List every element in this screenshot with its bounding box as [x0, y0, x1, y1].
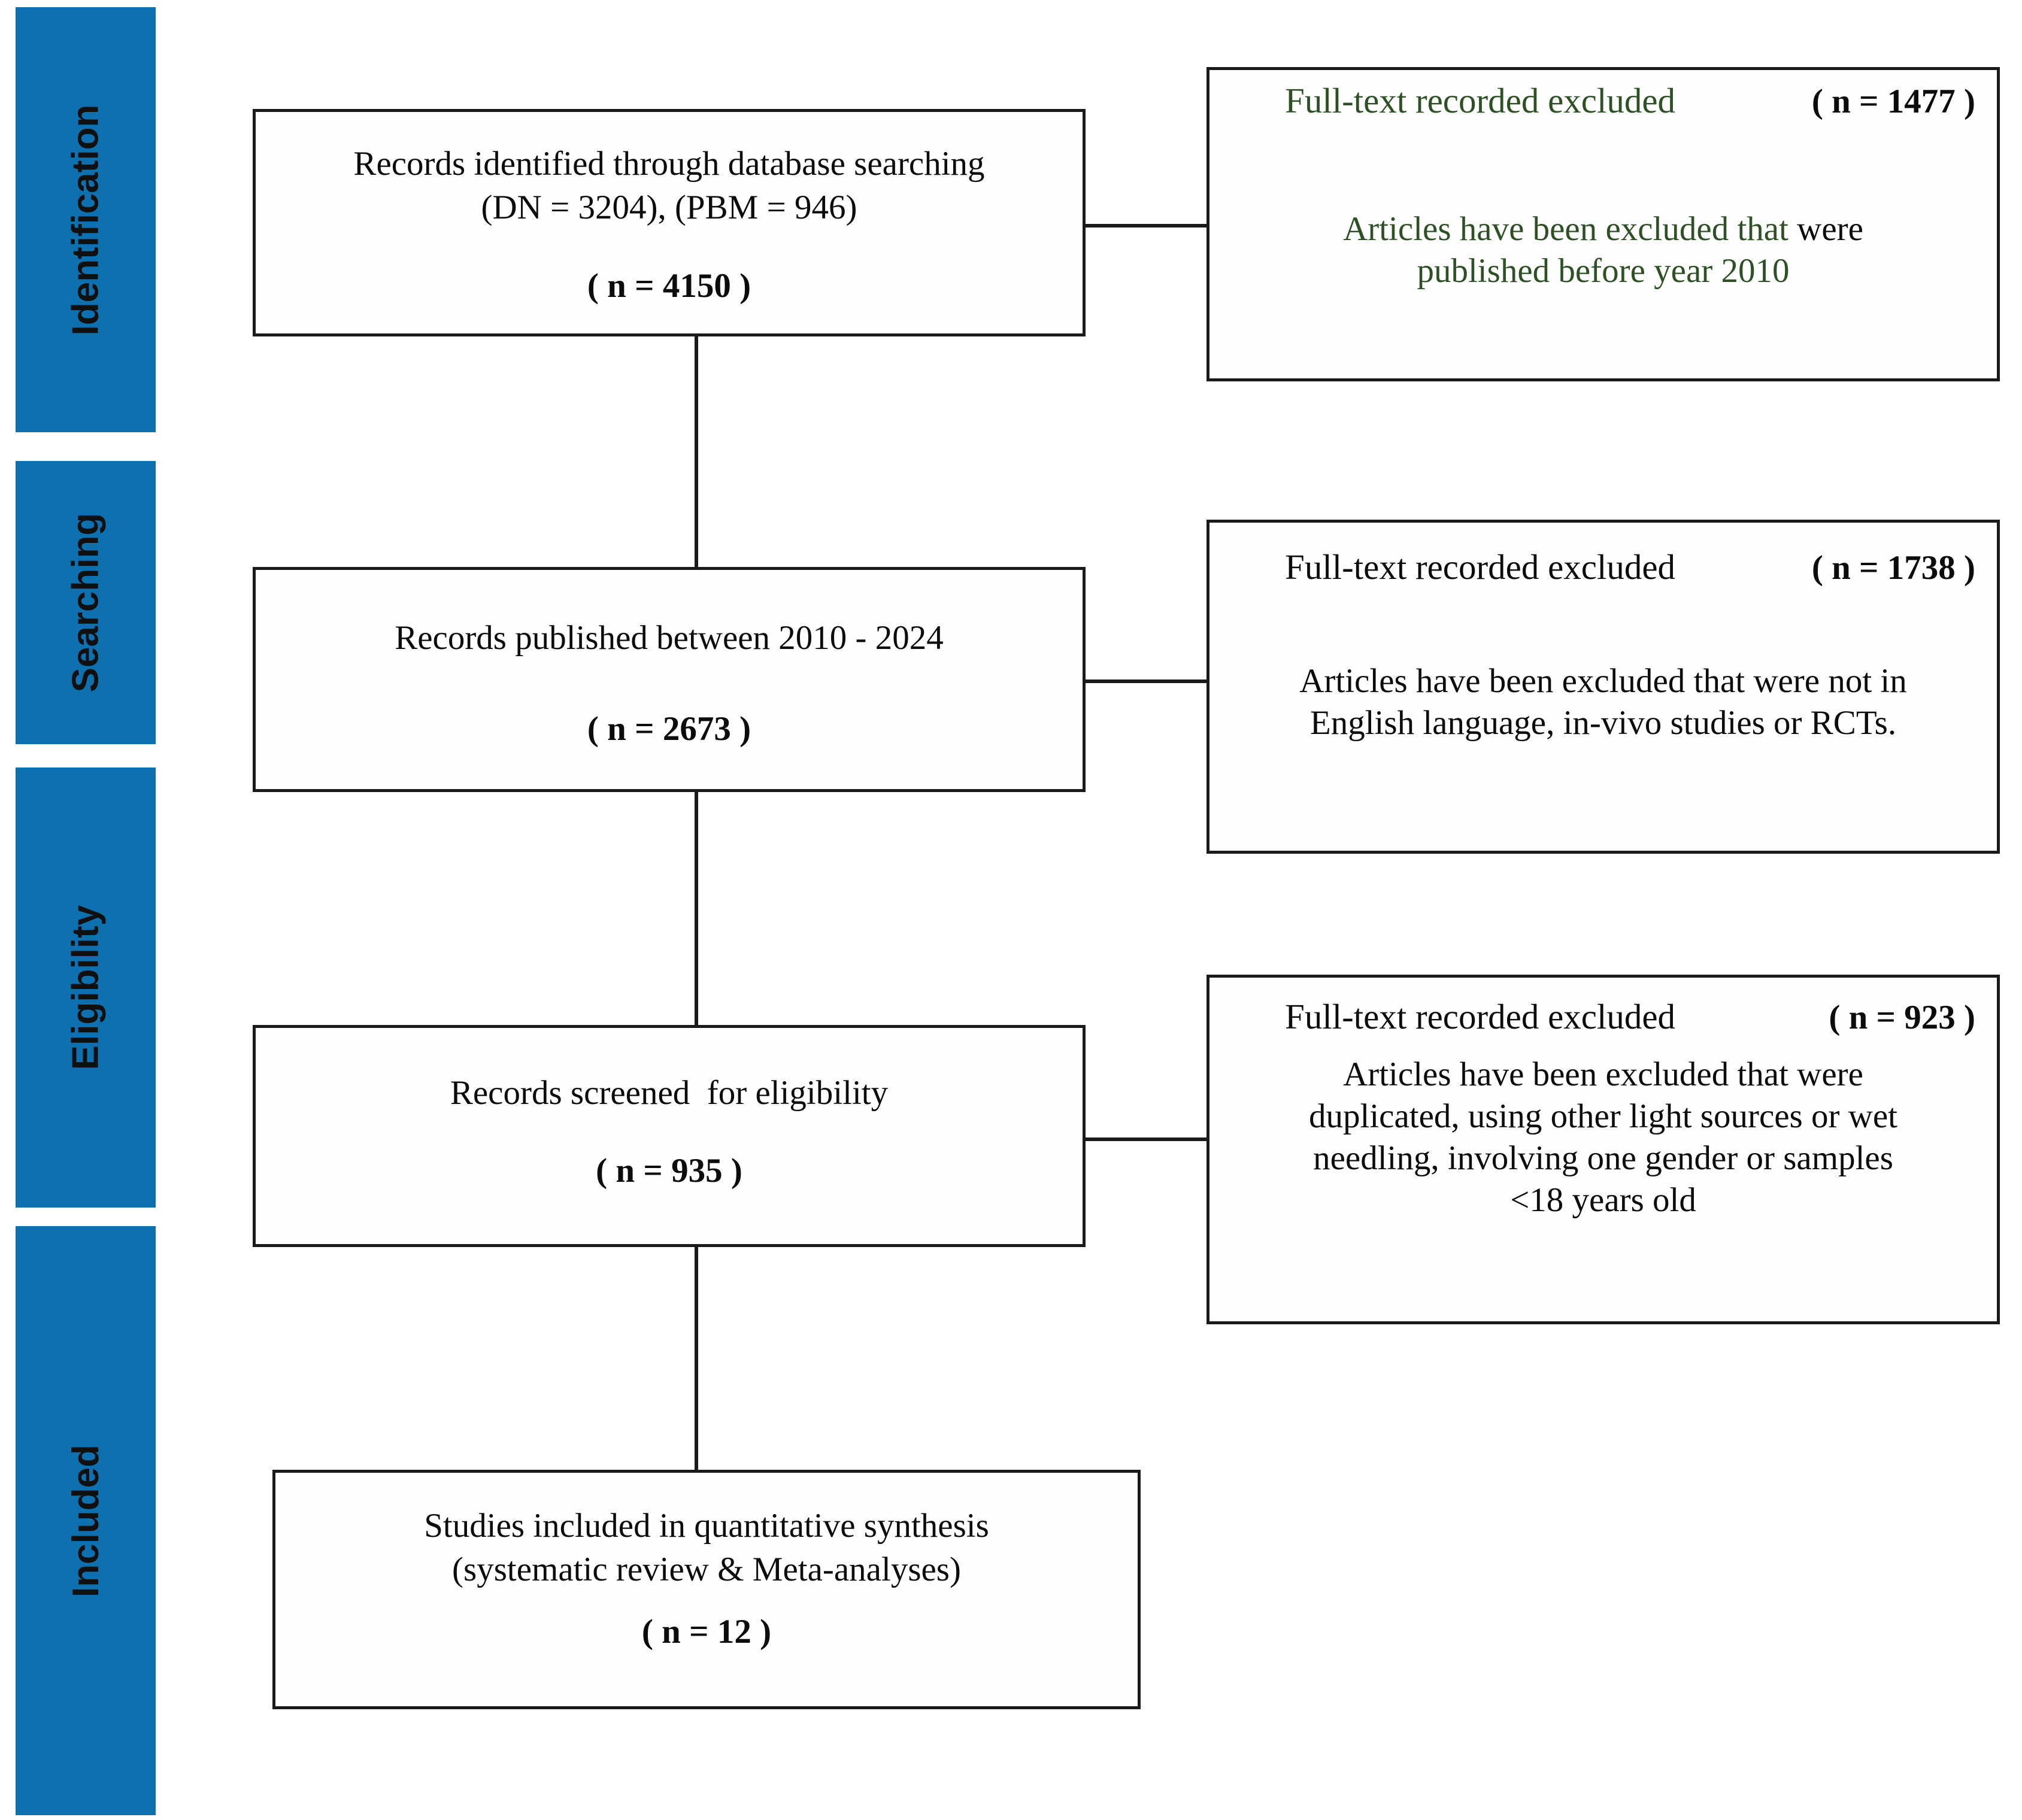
connector-published-to-exclusion2 — [1086, 680, 1208, 683]
phase-label-eligibility: Eligibility — [65, 905, 107, 1070]
flow-box-line: Records published between 2010 - 2024 — [395, 619, 944, 657]
flow-box-count: ( n = 2673 ) — [587, 710, 751, 748]
exclusion-body-text: were — [1797, 210, 1863, 248]
exclusion-body-text: Articles have been excluded that — [1343, 210, 1797, 248]
phase-label-included: Included — [65, 1444, 107, 1597]
connector-identified-to-published — [695, 336, 698, 568]
flow-box-records-screened: Records screened for eligibility ( n = 9… — [253, 1025, 1086, 1247]
exclusion-body-line: published before year 2010 — [1417, 252, 1790, 290]
exclusion-body: Articles have been excluded that were pu… — [1209, 208, 1997, 292]
exclusion-title-row: Full-text recorded excluded ( n = 923 ) — [1209, 995, 1997, 1039]
phase-band-included: Included — [16, 1226, 156, 1815]
phase-band-eligibility: Eligibility — [16, 768, 156, 1208]
phase-label-identification: Identification — [65, 104, 107, 335]
flow-box-line: (systematic review & Meta-analyses) — [452, 1551, 961, 1588]
connector-screened-to-included — [695, 1246, 698, 1476]
exclusion-title-row: Full-text recorded excluded ( n = 1738 ) — [1209, 545, 1997, 590]
exclusion-body-line: Articles have been excluded that were no… — [1299, 662, 1907, 700]
phase-band-identification: Identification — [16, 7, 156, 432]
flow-box-line: Studies included in quantitative synthes… — [424, 1507, 989, 1545]
exclusion-body-line: <18 years old — [1510, 1181, 1696, 1219]
exclusion-body-line: English language, in-vivo studies or RCT… — [1309, 704, 1897, 742]
exclusion-count: ( n = 1477 ) — [1811, 83, 1975, 120]
exclusion-body: Articles have been excluded that were du… — [1209, 1054, 1997, 1221]
connector-screened-to-exclusion3 — [1086, 1138, 1208, 1141]
exclusion-count: ( n = 1738 ) — [1811, 549, 1975, 587]
flow-box-text-block: Records published between 2010 - 2024 — [256, 616, 1083, 660]
flow-box-text-block: Records screened for eligibility — [256, 1071, 1083, 1115]
flow-box-line: (DN = 3204), (PBM = 946) — [481, 189, 857, 226]
phase-band-searching: Searching — [16, 461, 156, 744]
flow-box-text-block: Studies included in quantitative synthes… — [275, 1504, 1138, 1591]
phase-label-searching: Searching — [65, 512, 107, 693]
exclusion-title: Full-text recorded excluded — [1285, 547, 1676, 587]
exclusion-count: ( n = 923 ) — [1829, 999, 1975, 1036]
flow-box-count: ( n = 12 ) — [641, 1613, 772, 1651]
connector-published-to-screened — [695, 791, 698, 1026]
exclusion-title: Full-text recorded excluded — [1285, 997, 1676, 1036]
flow-box-count: ( n = 935 ) — [596, 1152, 742, 1190]
exclusion-title: Full-text recorded excluded — [1285, 81, 1676, 120]
exclusion-box-duplicates-criteria: Full-text recorded excluded ( n = 923 ) … — [1206, 975, 2000, 1324]
connector-identified-to-exclusion1 — [1086, 224, 1208, 228]
flow-box-records-identified: Records identified through database sear… — [253, 109, 1086, 336]
exclusion-box-language-rct: Full-text recorded excluded ( n = 1738 )… — [1206, 520, 2000, 854]
flow-box-count: ( n = 4150 ) — [587, 267, 751, 305]
exclusion-body: Articles have been excluded that were no… — [1209, 660, 1997, 744]
exclusion-title-row: Full-text recorded excluded ( n = 1477 ) — [1209, 79, 1997, 123]
exclusion-body-line: Articles have been excluded that were — [1209, 208, 1997, 250]
flow-box-text-block: Records identified through database sear… — [256, 142, 1083, 229]
flow-box-studies-included: Studies included in quantitative synthes… — [272, 1470, 1141, 1709]
exclusion-body-line: needling, involving one gender or sample… — [1313, 1139, 1893, 1177]
flow-box-records-published: Records published between 2010 - 2024 ( … — [253, 567, 1086, 792]
exclusion-body-line: Articles have been excluded that were — [1343, 1055, 1863, 1093]
exclusion-box-before-2010: Full-text recorded excluded ( n = 1477 )… — [1206, 67, 2000, 381]
flow-box-line: Records identified through database sear… — [353, 145, 985, 183]
exclusion-body-line: duplicated, using other light sources or… — [1308, 1097, 1898, 1135]
flow-box-line: Records screened for eligibility — [450, 1074, 889, 1112]
